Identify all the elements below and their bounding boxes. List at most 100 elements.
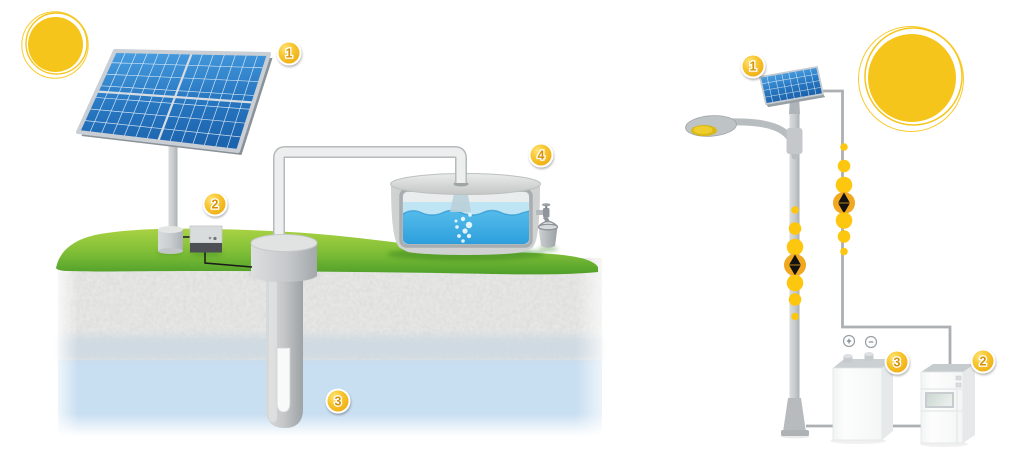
energy-dot bbox=[788, 293, 802, 306]
bucket-body bbox=[538, 227, 558, 248]
bucket-rim bbox=[537, 223, 559, 231]
badge-number: 3 bbox=[335, 395, 342, 409]
badge-face bbox=[204, 193, 226, 215]
pole-collar bbox=[786, 128, 803, 154]
energy-dot bbox=[837, 159, 851, 173]
badge-face bbox=[742, 55, 764, 77]
energy-flow-dots-wire bbox=[833, 143, 855, 256]
bucket-icon bbox=[537, 220, 559, 248]
wire-controller-to-well bbox=[204, 252, 253, 268]
panel-divider bbox=[96, 52, 254, 142]
lamp-lens-inner bbox=[693, 126, 713, 134]
energy-dot bbox=[840, 247, 848, 256]
solar-panel bbox=[76, 49, 273, 155]
pole-base-cap bbox=[781, 430, 809, 436]
energy-dot bbox=[840, 143, 848, 151]
panel-pole bbox=[168, 138, 178, 238]
badge-2: 2 bbox=[970, 348, 996, 374]
streetlight-scene: + − 1 3 bbox=[685, 26, 996, 447]
controller-vent bbox=[955, 375, 962, 381]
controller-bottom bbox=[190, 243, 222, 253]
badge-2: 2 bbox=[202, 191, 228, 217]
badge-1: 1 bbox=[740, 53, 766, 79]
underground-layers bbox=[58, 258, 602, 436]
controller-top bbox=[189, 225, 223, 244]
panel-frame-edge bbox=[765, 94, 826, 108]
tap-pipe bbox=[536, 210, 545, 215]
badge-face bbox=[327, 390, 349, 412]
sun-core bbox=[868, 34, 956, 122]
pole-base-flare bbox=[783, 398, 806, 432]
energy-dot bbox=[788, 222, 802, 235]
controller-top bbox=[921, 364, 975, 372]
controller-led bbox=[208, 236, 212, 240]
battery-terminal-positive: + bbox=[842, 334, 856, 363]
sun-ring bbox=[864, 27, 963, 126]
sun-ring bbox=[21, 11, 89, 79]
casing-highlight bbox=[269, 276, 277, 422]
panel-wire bbox=[821, 89, 952, 365]
sun-icon bbox=[858, 26, 964, 132]
sun-core bbox=[28, 17, 83, 72]
badge-number: 2 bbox=[980, 355, 987, 369]
bubbles bbox=[454, 213, 473, 243]
base-bottom bbox=[158, 248, 183, 254]
tank-water bbox=[403, 210, 529, 244]
energy-dot bbox=[791, 312, 799, 321]
badge-number: 1 bbox=[286, 47, 293, 61]
plus-icon: + bbox=[846, 336, 851, 346]
controller-vent bbox=[955, 382, 962, 388]
water-surface bbox=[403, 209, 529, 216]
battery-terminal-negative: − bbox=[864, 335, 878, 361]
battery-front bbox=[832, 367, 883, 441]
storage-tank bbox=[390, 173, 541, 255]
delivery-pipe bbox=[273, 146, 467, 250]
badge-1: 1 bbox=[276, 40, 302, 66]
well-head-top bbox=[250, 234, 318, 252]
sun-icon bbox=[21, 11, 89, 79]
energy-flow-node-icon bbox=[833, 192, 855, 214]
panel-pole-base bbox=[158, 226, 183, 254]
pumping-system-scene: 1 2 3 4 bbox=[21, 11, 602, 436]
battery-side bbox=[882, 359, 893, 440]
tap-body bbox=[543, 208, 550, 218]
panel-frame bbox=[76, 49, 271, 153]
badge-4: 4 bbox=[528, 142, 554, 168]
badge-face bbox=[278, 42, 300, 64]
badge-number: 3 bbox=[894, 356, 901, 370]
pump-controller bbox=[189, 225, 223, 253]
sun-ring bbox=[25, 12, 88, 75]
controller-side bbox=[963, 364, 975, 443]
tank-window-content bbox=[403, 192, 529, 244]
energy-dot bbox=[837, 230, 851, 243]
energy-flow-node-icon bbox=[784, 254, 806, 276]
energy-dot bbox=[835, 176, 853, 194]
badge-3: 3 bbox=[884, 349, 910, 375]
charge-controller bbox=[920, 364, 975, 444]
badge-face bbox=[530, 144, 552, 166]
lamp-arm bbox=[723, 118, 799, 160]
badge-face bbox=[972, 350, 994, 372]
well-casing bbox=[266, 274, 303, 428]
base-top bbox=[158, 226, 183, 233]
bucket-shadow bbox=[538, 246, 558, 252]
inflow-stream bbox=[450, 192, 471, 212]
controller-led bbox=[213, 236, 217, 241]
lamp-head bbox=[685, 115, 737, 137]
energy-dot bbox=[786, 238, 804, 256]
well-head bbox=[250, 234, 318, 282]
badge-number: 1 bbox=[750, 60, 757, 74]
energy-dot bbox=[791, 206, 799, 214]
battery: + − bbox=[832, 334, 893, 441]
badge-face bbox=[886, 351, 908, 373]
panel-frame bbox=[758, 66, 825, 106]
submersible-pump-pipe bbox=[276, 347, 291, 413]
well-head-bottom bbox=[251, 268, 317, 282]
sun-ring bbox=[858, 26, 964, 132]
controller-display bbox=[925, 392, 954, 408]
energy-dot bbox=[786, 274, 804, 292]
energy-flow-dots-pole bbox=[784, 206, 806, 321]
badge-3: 3 bbox=[325, 388, 351, 414]
solar-panel bbox=[758, 66, 826, 108]
